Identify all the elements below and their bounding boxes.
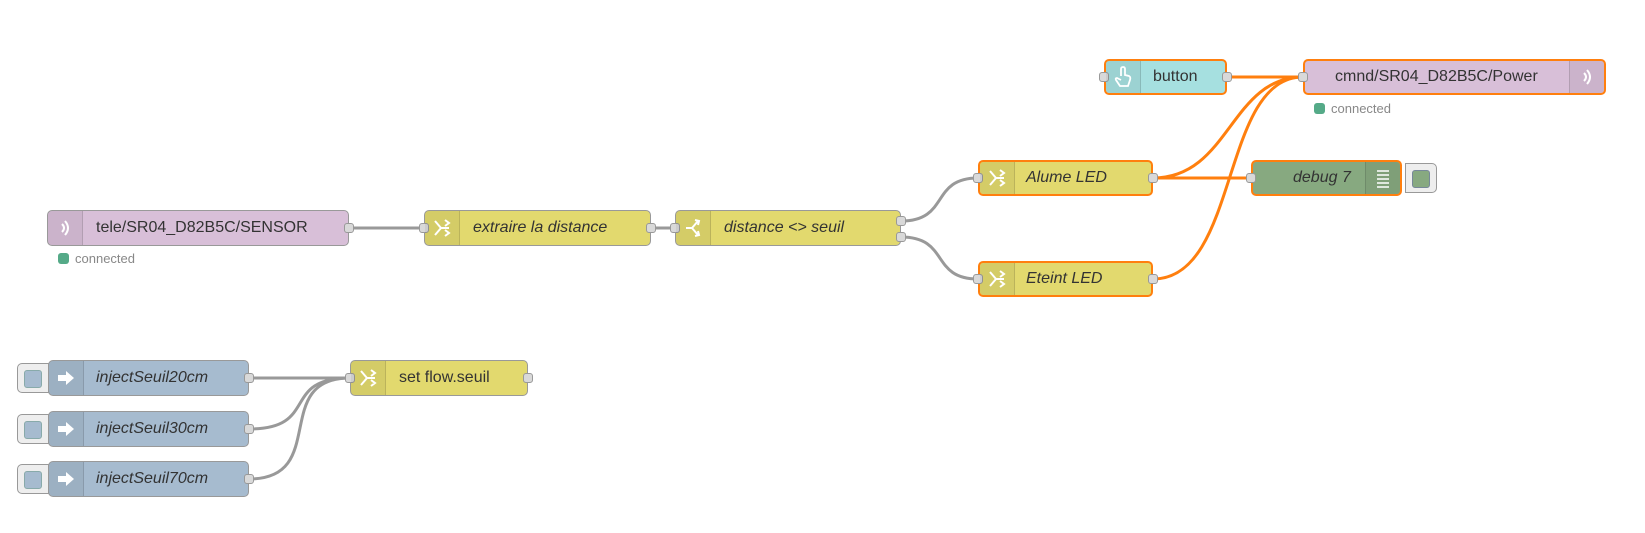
list-icon <box>1365 162 1400 194</box>
change-icon <box>351 361 386 395</box>
change-icon <box>425 211 460 245</box>
output-port[interactable] <box>244 424 254 434</box>
change-node-set-flow-seuil[interactable]: set flow.seuil <box>345 360 533 396</box>
debug-toggle-button[interactable] <box>1405 163 1437 193</box>
node-label: button <box>1153 68 1198 85</box>
inject-button-indicator <box>24 421 42 439</box>
node-label: injectSeuil30cm <box>96 420 209 437</box>
inject-button-indicator <box>24 471 42 489</box>
node-label: injectSeuil20cm <box>96 369 209 386</box>
node-label: set flow.seuil <box>399 369 490 386</box>
node-label: Alume LED <box>1026 169 1107 186</box>
input-port[interactable] <box>973 173 983 183</box>
wire-inject70-to-set[interactable] <box>248 376 351 481</box>
input-port[interactable] <box>1099 72 1109 82</box>
inject-button-30[interactable] <box>17 414 49 444</box>
output-port[interactable] <box>1222 72 1232 82</box>
inject-button-70[interactable] <box>17 464 49 494</box>
node-label: distance <> seuil <box>724 219 845 236</box>
arrow-in-icon <box>49 462 84 496</box>
change-node-alume-led[interactable]: Alume LED <box>973 160 1158 196</box>
change-icon <box>980 162 1015 194</box>
input-port[interactable] <box>973 274 983 284</box>
arrow-in-icon <box>49 412 84 446</box>
wire-inject30-to-set[interactable] <box>248 376 351 431</box>
node-label: extraire la distance <box>473 219 608 236</box>
inject-button-indicator <box>24 370 42 388</box>
node-label: injectSeuil70cm <box>96 470 209 487</box>
status-connected-power: connected <box>1314 101 1391 116</box>
inject-node-seuil20[interactable]: injectSeuil20cm <box>48 360 254 396</box>
output-port[interactable] <box>1148 274 1158 284</box>
change-icon <box>980 263 1015 295</box>
wire-switch-to-alume[interactable] <box>900 176 979 223</box>
wire-alume-to-power[interactable] <box>1152 75 1304 180</box>
inject-button-20[interactable] <box>17 363 49 393</box>
switch-node-distance-seuil[interactable]: distance <> seuil <box>670 210 906 246</box>
input-port[interactable] <box>1298 72 1308 82</box>
status-connected-sensor: connected <box>58 251 135 266</box>
input-port[interactable] <box>419 223 429 233</box>
arrow-in-icon <box>49 361 84 395</box>
input-port[interactable] <box>1246 173 1256 183</box>
status-text: connected <box>1331 101 1391 116</box>
output-port[interactable] <box>1148 173 1158 183</box>
node-label: cmnd/SR04_D82B5C/Power <box>1335 68 1538 85</box>
output-port[interactable] <box>523 373 533 383</box>
input-port[interactable] <box>345 373 355 383</box>
mqtt-out-node-power[interactable]: cmnd/SR04_D82B5C/Power <box>1298 59 1606 95</box>
change-node-eteint-led[interactable]: Eteint LED <box>973 261 1158 297</box>
wire-eteint-to-power[interactable] <box>1152 75 1304 281</box>
node-label: Eteint LED <box>1026 270 1103 287</box>
debug-toggle-indicator <box>1412 170 1430 188</box>
hand-pointer-icon <box>1106 61 1141 93</box>
output-port-1[interactable] <box>896 216 906 226</box>
output-port[interactable] <box>244 474 254 484</box>
switch-icon <box>676 211 711 245</box>
bridge-icon <box>1569 61 1604 93</box>
output-port[interactable] <box>244 373 254 383</box>
change-node-extract-distance[interactable]: extraire la distance <box>419 210 656 246</box>
mqtt-in-node-sensor[interactable]: tele/SR04_D82B5C/SENSOR <box>47 210 354 246</box>
status-dot <box>58 253 69 264</box>
inject-node-seuil30[interactable]: injectSeuil30cm <box>48 411 254 447</box>
wire-switch-to-eteint[interactable] <box>900 235 979 281</box>
output-port[interactable] <box>646 223 656 233</box>
output-port[interactable] <box>344 223 354 233</box>
inject-node-seuil70[interactable]: injectSeuil70cm <box>48 461 254 497</box>
ui-button-node[interactable]: button <box>1099 59 1232 95</box>
status-text: connected <box>75 251 135 266</box>
output-port-2[interactable] <box>896 232 906 242</box>
node-label: debug 7 <box>1293 169 1351 186</box>
debug-node-7[interactable]: debug 7 <box>1246 160 1402 196</box>
status-dot <box>1314 103 1325 114</box>
input-port[interactable] <box>670 223 680 233</box>
node-label: tele/SR04_D82B5C/SENSOR <box>96 219 308 236</box>
bridge-icon <box>48 211 83 245</box>
